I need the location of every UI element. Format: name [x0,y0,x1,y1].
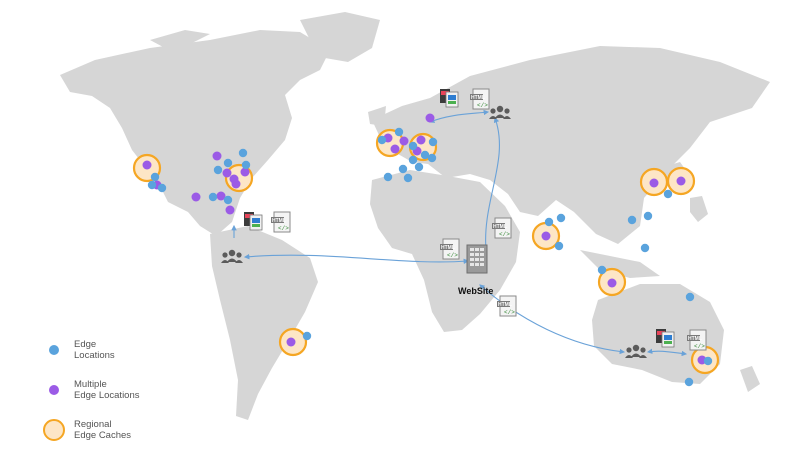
legend-multiple: Multiple Edge Locations [40,370,140,410]
legend-multiple-label: Multiple Edge Locations [74,379,140,401]
server-building-icon [466,244,488,274]
delivery-arrows [231,109,688,357]
regional-cache-marker [43,419,65,441]
legend-regional: Regional Edge Caches [40,410,140,450]
multiple-edge-marker [49,385,59,395]
html-document-icon [270,211,291,233]
html-document-icon [469,88,490,110]
landmasses [60,12,770,420]
map-legend: Edge Locations Multiple Edge Locations R… [40,330,140,450]
edge-location-marker [49,345,59,355]
html-document-icon [686,329,707,351]
legend-edge-label: Edge Locations [74,339,115,361]
html-document-icon [496,295,517,317]
html-document-icon [439,238,460,260]
website-label: WebSite [458,286,494,296]
legend-edge: Edge Locations [40,330,140,370]
multiple-edge-locations [142,113,707,365]
legend-regional-label: Regional Edge Caches [74,419,132,441]
html-document-icon [491,217,512,239]
edge-locations [147,127,713,387]
